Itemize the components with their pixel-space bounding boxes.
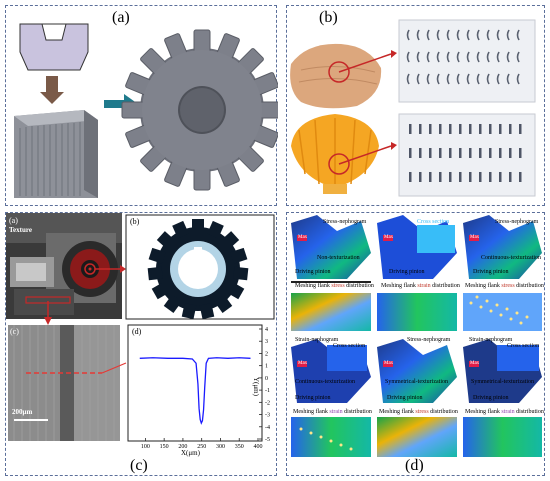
y-tick-label: -3: [265, 413, 270, 419]
x-tick-label: 250: [197, 444, 206, 450]
y-tick-label: 0: [265, 376, 268, 382]
sim6-title: Strain-nephogram: [469, 337, 513, 343]
y-tick-label: -1: [265, 388, 270, 394]
down-arrow: [40, 76, 64, 104]
sim4-caption-hl: strain: [329, 409, 343, 415]
sim3-title: Stress-nephogram: [495, 219, 539, 225]
y-tick-label: 1: [265, 364, 268, 370]
panel-b: (b): [286, 5, 545, 206]
panel-c-graphic: 100 150 200 250 300 350 400 4 3 2 1 0 -1 -2 -3 -4 -5: [6, 213, 275, 450]
sim-panel-3: [463, 215, 542, 331]
sim5-pinion: Driving pinion: [387, 395, 423, 401]
sim2-caption: Meshing flank strain distribution: [381, 283, 460, 289]
sim4-pinion: Driving pinion: [295, 395, 331, 401]
sim1-title: Stress-nephogram: [323, 219, 367, 225]
sim-panel-6: [463, 339, 542, 457]
sim3-max: Max: [470, 235, 480, 240]
sim4-max: Max: [298, 361, 308, 366]
x-tick-label: 400: [254, 444, 263, 450]
sim2-max: Max: [384, 235, 394, 240]
x-tick-label: 150: [160, 444, 169, 450]
tool-profile-shape: [19, 23, 89, 71]
y-tick-label: -2: [265, 400, 270, 406]
sim5-caption: Meshing flank stress distribution: [379, 409, 458, 415]
sim5-max: Max: [384, 361, 394, 366]
sim-panel-1: [291, 215, 371, 331]
y-tick-label: -5: [265, 437, 270, 443]
panel-d-label: (d): [405, 457, 424, 474]
x-tick-label: 100: [141, 444, 150, 450]
texture-plate-upper: [398, 19, 536, 103]
sim3-pinion: Driving pinion: [473, 269, 509, 275]
panel-d-graphic: [291, 215, 542, 457]
sim1-max: Max: [298, 235, 308, 240]
sim3-caption: Meshing flank stress distribution: [465, 283, 544, 289]
sim1-caption-hl: stress: [331, 283, 345, 289]
sim2-caption-hl: strain: [417, 283, 431, 289]
sim6-title2: Cross section: [507, 343, 540, 349]
y-tick-label: 2: [265, 351, 268, 357]
panel-d: Stress-nephogram Non-texturization Max D…: [286, 212, 545, 476]
panel-a: (a): [5, 5, 278, 206]
sim5-title: Stress-nephogram: [407, 337, 451, 343]
sub-b-label: (b): [130, 217, 140, 226]
sim2-pinion: Driving pinion: [389, 269, 425, 275]
x-tick-label: 350: [235, 444, 244, 450]
sub-c-label: (c): [10, 327, 19, 336]
sim-panel-5: [377, 339, 457, 457]
x-axis-title: X(μm): [181, 449, 200, 457]
panel-a-graphic: [14, 23, 278, 198]
x-tick-label: 300: [216, 444, 225, 450]
machine-photo: [6, 213, 122, 319]
sim5-label: Symmetrical-texturization: [385, 379, 448, 385]
sim6-max: Max: [470, 361, 480, 366]
texture-label: Texture: [9, 226, 32, 234]
panel-c-label: (c): [130, 457, 148, 474]
gear-icon: [121, 29, 278, 191]
sim3-caption-hl: stress: [501, 283, 515, 289]
panel-b-graphic: [290, 19, 536, 197]
panel-a-label: (a): [112, 9, 130, 26]
panel-c: 100 150 200 250 300 350 400 4 3 2 1 0 -1 -2 -3 -4 -5 (a)…: [5, 212, 277, 476]
shell-lower: [291, 114, 379, 194]
sim4-title: Strain-nephogram: [295, 337, 339, 343]
sim6-caption: Meshing flank strain distribution: [465, 409, 544, 415]
y-tick-label: -4: [265, 425, 270, 431]
panel-b-label: (b): [319, 9, 338, 26]
sim3-label: Continuous-texturization: [481, 255, 541, 261]
sub-d-label: (d): [132, 327, 142, 336]
profile-chart: 100 150 200 250 300 350 400 4 3 2 1 0 -1 -2 -3 -4 -5: [139, 327, 270, 450]
x-tick-label: 200: [178, 444, 187, 450]
sim-panel-2: [377, 215, 457, 331]
y-axis-title: Y(μm): [252, 377, 260, 396]
sim6-label: Symmetrical-texturization: [471, 379, 534, 385]
sim4-label: Continuous-texturization: [295, 379, 355, 385]
sim-panel-4: [291, 339, 371, 457]
micrograph: [8, 325, 120, 441]
texture-plate-lower: [398, 113, 536, 197]
profile-series-line: [139, 357, 251, 425]
sim6-caption-hl: strain: [501, 409, 515, 415]
shell-upper: [290, 43, 382, 109]
sim6-pinion: Driving pinion: [473, 395, 509, 401]
y-tick-label: 4: [265, 327, 268, 333]
sim4-caption: Meshing flank strain distribution: [293, 409, 372, 415]
sim5-caption-hl: stress: [415, 409, 429, 415]
y-tick-label: 3: [265, 339, 268, 345]
sim2-title: Cross section: [417, 219, 450, 225]
scale-bar-label: 200μm: [12, 408, 33, 416]
sim1-caption: Meshing flank stress distribution: [295, 283, 374, 289]
sim1-pinion: Driving pinion: [295, 269, 331, 275]
ring-gear-icon: [147, 219, 249, 320]
sim4-title2: Cross section: [333, 343, 366, 349]
sub-a-label: (a): [9, 216, 18, 225]
sim1-label: Non-texturization: [317, 255, 360, 261]
